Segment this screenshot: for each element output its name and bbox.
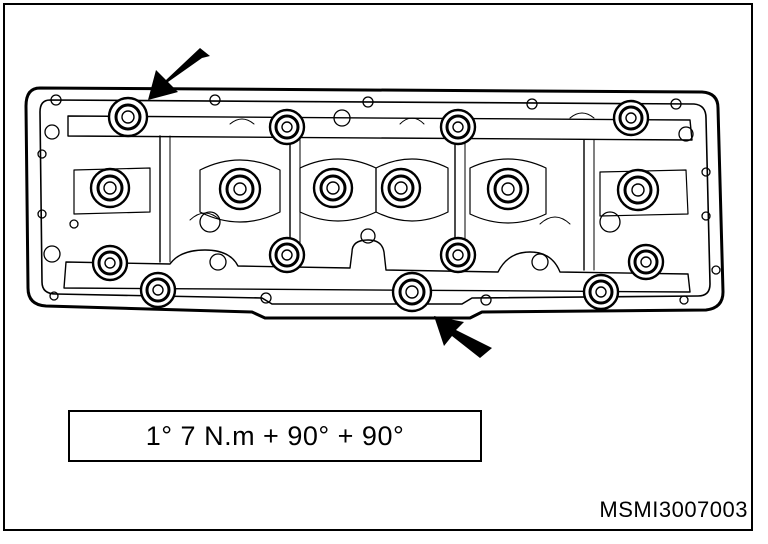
bolt-icon — [582, 273, 620, 311]
top-rail — [67, 115, 693, 141]
bolt-icon — [268, 236, 306, 274]
bolt-icon — [391, 271, 433, 313]
bolt-icon — [616, 168, 660, 212]
figure-code: MSMI3007003 — [599, 497, 748, 522]
bolt-icon — [312, 167, 354, 209]
bolt-icon — [439, 236, 477, 274]
bolt-icon — [612, 99, 650, 137]
arrow-icon — [148, 48, 210, 100]
bolt-icon — [139, 271, 177, 309]
bottom-rail — [63, 239, 691, 293]
gasket-inner-outline — [39, 99, 711, 305]
bolt-icon — [380, 167, 422, 209]
gasket-outer-outline — [24, 86, 725, 320]
bolt-icon — [218, 167, 262, 211]
torque-spec-box: 1° 7 N.m + 90° + 90° — [68, 410, 482, 462]
bolt-icon — [107, 96, 149, 138]
arrow-icon — [434, 316, 492, 358]
perimeter-holes — [37, 94, 721, 306]
torque-spec-text: 1° 7 N.m + 90° + 90° — [145, 420, 405, 451]
bolt-icon — [91, 244, 129, 282]
bolt-icon — [268, 108, 306, 146]
bolt-icon — [627, 243, 665, 281]
bolts — [89, 96, 665, 313]
bolt-icon — [439, 108, 477, 146]
bolt-icon — [486, 167, 530, 211]
bolt-icon — [89, 167, 131, 209]
vertical-ribs — [159, 135, 585, 271]
